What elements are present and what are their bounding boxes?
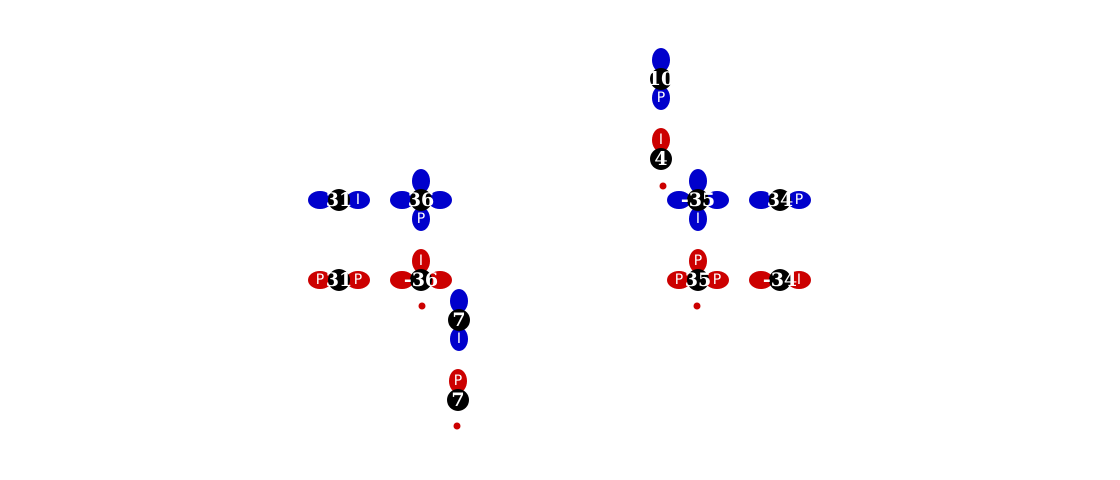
node-core [650,148,672,170]
node-n36r: I-36 [390,249,452,291]
node-label: 10 [648,68,674,90]
node-n31r: P P31 [308,269,370,291]
marker-dot [453,422,461,430]
lobe-letter: I [457,331,461,347]
lobe-right [428,191,452,209]
node-core [328,189,350,211]
node-label: -36 [404,269,438,291]
lobe-right [428,271,452,289]
node-label: 31 [326,189,352,211]
lobe-up [450,289,468,313]
node-core [410,189,432,211]
node-core [769,189,791,211]
node-label: 7 [452,309,465,331]
lobe-letter: P [713,272,721,288]
lobe-up [412,169,430,193]
lobe-letter: I [659,132,663,148]
node-n35b: I-35 [667,169,729,231]
lobe-left [667,191,691,209]
lobe-down [689,207,707,231]
lobe-letter: P [795,192,803,208]
node-core [328,269,350,291]
node-label: 36 [408,189,434,211]
lobe-left [667,271,691,289]
lobe-letter: I [696,211,700,227]
node-label: -35 [681,189,715,211]
node-label: 31 [326,269,352,291]
lobe-up [689,169,707,193]
node-n4r: I4 [650,128,672,170]
node-n7r: P7 [447,369,469,411]
lobe-right [787,191,811,209]
lobe-down [652,86,670,110]
lobe-down [450,327,468,351]
lobe-letter: P [417,211,425,227]
lobe-left [308,271,332,289]
lobe-letter: P [657,90,665,106]
lobe-down [412,207,430,231]
lobe-right [705,191,729,209]
node-core [687,189,709,211]
lobe-up [449,369,467,393]
node-core [448,309,470,331]
node-n34b: P34 [749,189,811,211]
node-core [650,68,672,90]
lobe-right [787,271,811,289]
lobe-left [749,271,773,289]
lobe-letter: I [356,192,360,208]
node-core [687,269,709,291]
node-core [769,269,791,291]
lobe-left [749,191,773,209]
node-n31b: I31 [308,189,370,211]
node-n7b: I7 [448,289,470,351]
lobe-up [652,128,670,152]
lobe-letter: P [675,272,683,288]
lobe-right [346,191,370,209]
node-label: -34 [763,269,797,291]
node-label: 34 [767,189,793,211]
lobe-right [705,271,729,289]
lobe-letter: P [694,253,702,269]
node-n10b: P10 [648,48,674,110]
lobe-letter: I [419,253,423,269]
marker-dot [418,302,426,310]
node-n34r: I-34 [749,269,811,291]
lobe-letter: P [454,373,462,389]
marker-dot [693,302,701,310]
node-core [447,389,469,411]
lobe-letter: P [354,272,362,288]
lobe-letter: I [797,272,801,288]
lobe-letter: P [316,272,324,288]
node-n36b: P36 [390,169,452,231]
lobe-right [346,271,370,289]
node-label: 7 [451,389,464,411]
node-core [410,269,432,291]
lobe-left [390,271,414,289]
lobe-left [390,191,414,209]
lobe-left [308,191,332,209]
node-label: 35 [685,269,711,291]
lobe-up [412,249,430,273]
lobe-up [689,249,707,273]
node-label: 4 [654,148,667,170]
lobe-up [652,48,670,72]
marker-dot [659,182,667,190]
